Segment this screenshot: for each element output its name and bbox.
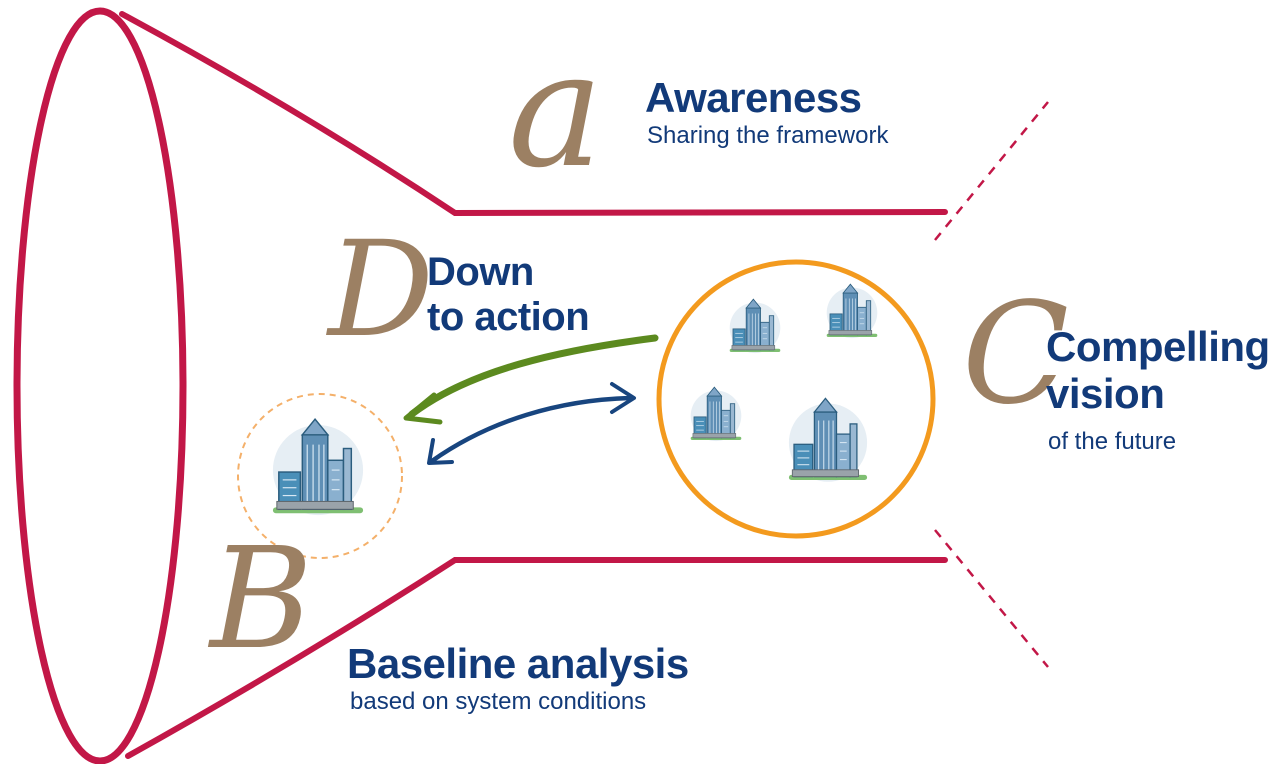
office-building-icon bbox=[826, 283, 878, 339]
green-arrow-head bbox=[403, 392, 443, 425]
letter-a: a bbox=[508, 16, 604, 203]
vision-circle bbox=[656, 259, 936, 539]
down-title-line1: Down bbox=[427, 250, 534, 294]
green-arrow bbox=[408, 334, 659, 418]
letter-b: B bbox=[210, 518, 313, 681]
compelling-title-first-letter: C bbox=[1046, 323, 1076, 370]
funnel-mouth-ellipse bbox=[13, 7, 187, 764]
office-building-icon bbox=[729, 298, 781, 354]
awareness-subtitle: Sharing the framework bbox=[647, 122, 889, 149]
baseline-dashed-circle bbox=[237, 393, 403, 559]
funnel-upper-dashed-extension bbox=[934, 101, 1049, 241]
funnel-lower-dashed-extension bbox=[934, 529, 1049, 668]
office-building-icon bbox=[690, 386, 742, 442]
funnel-lower-edge bbox=[125, 557, 948, 759]
letter-c: C bbox=[962, 273, 1070, 436]
compelling-title-rest: ompelling bbox=[1075, 323, 1270, 370]
down-title-line2: to action bbox=[427, 295, 590, 339]
vision-title: vision bbox=[1046, 370, 1165, 417]
awareness-title: Awareness bbox=[645, 74, 862, 121]
letter-d: D bbox=[328, 213, 434, 367]
office-building-icon bbox=[272, 418, 364, 516]
vision-subtitle: of the future bbox=[1048, 428, 1177, 455]
blue-double-arrow bbox=[429, 395, 633, 464]
baseline-title: Baseline analysis bbox=[347, 640, 689, 687]
blue-arrow-head-left bbox=[427, 438, 454, 465]
funnel-upper-edge bbox=[119, 11, 948, 217]
office-building-icon bbox=[788, 397, 868, 483]
blue-arrow-head-right bbox=[610, 382, 636, 414]
compelling-title: Compelling bbox=[1046, 326, 1270, 368]
baseline-subtitle: based on system conditions bbox=[350, 688, 647, 715]
